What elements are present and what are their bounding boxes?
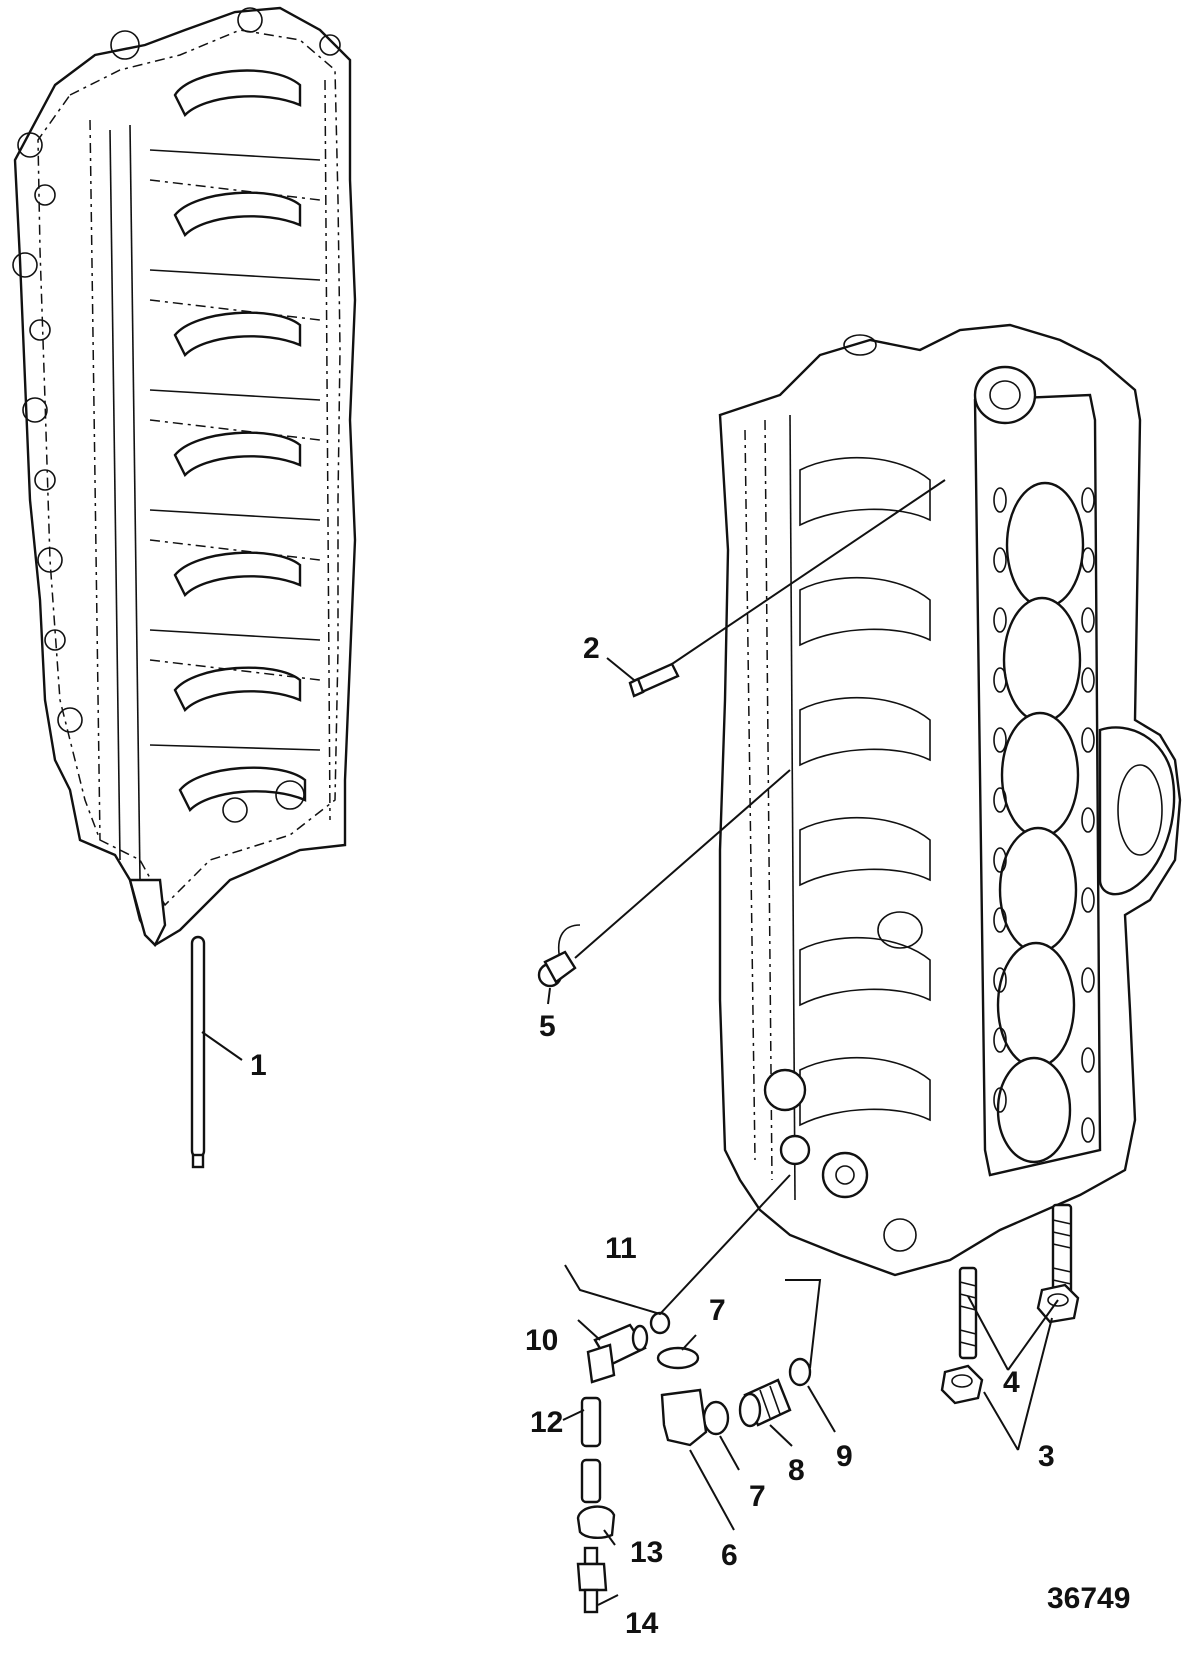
callout-1: 1 [250, 1049, 267, 1082]
part-14-sensor [576, 1546, 608, 1614]
cylinder-bores [996, 481, 1085, 1164]
part-12-hoses [580, 1396, 602, 1504]
callout-7-upper: 7 [709, 1294, 726, 1327]
port-lobes [799, 456, 931, 1127]
leader-lines [201, 479, 1059, 1606]
callout-14: 14 [625, 1607, 659, 1640]
bearing-saddle-set [173, 69, 307, 813]
callout-5: 5 [539, 1010, 556, 1043]
callout-12: 12 [530, 1406, 563, 1439]
callout-10: 10 [525, 1324, 558, 1357]
figure-number: 36749 [1047, 1582, 1130, 1615]
callout-labels: 1 2 3 4 5 6 7 7 8 9 10 11 12 13 14 [250, 632, 1055, 1640]
callout-4: 4 [1003, 1366, 1020, 1399]
callout-11: 11 [605, 1232, 637, 1265]
part-6-elbow-hose [660, 1388, 708, 1447]
callout-2: 2 [583, 632, 600, 665]
part-13-clamp [576, 1505, 616, 1540]
callout-9: 9 [836, 1440, 853, 1473]
part-11-o-ring [649, 1311, 671, 1335]
part-5-fitting [537, 924, 581, 988]
part-7-clamps [656, 1346, 730, 1436]
callout-13: 13 [630, 1536, 663, 1569]
part-1-rod [190, 935, 206, 1169]
part-10-elbow [586, 1323, 649, 1384]
callout-8: 8 [788, 1454, 805, 1487]
crankcase-left-half [12, 6, 357, 948]
cylinder-block [718, 323, 1182, 1277]
part-2-pin [628, 662, 680, 698]
callout-7-lower: 7 [749, 1480, 766, 1513]
part-9-o-ring [788, 1357, 812, 1387]
callout-3: 3 [1038, 1440, 1055, 1473]
part-4-studs [958, 1203, 1073, 1360]
callout-6: 6 [721, 1539, 738, 1572]
part-8-fitting [738, 1378, 792, 1428]
